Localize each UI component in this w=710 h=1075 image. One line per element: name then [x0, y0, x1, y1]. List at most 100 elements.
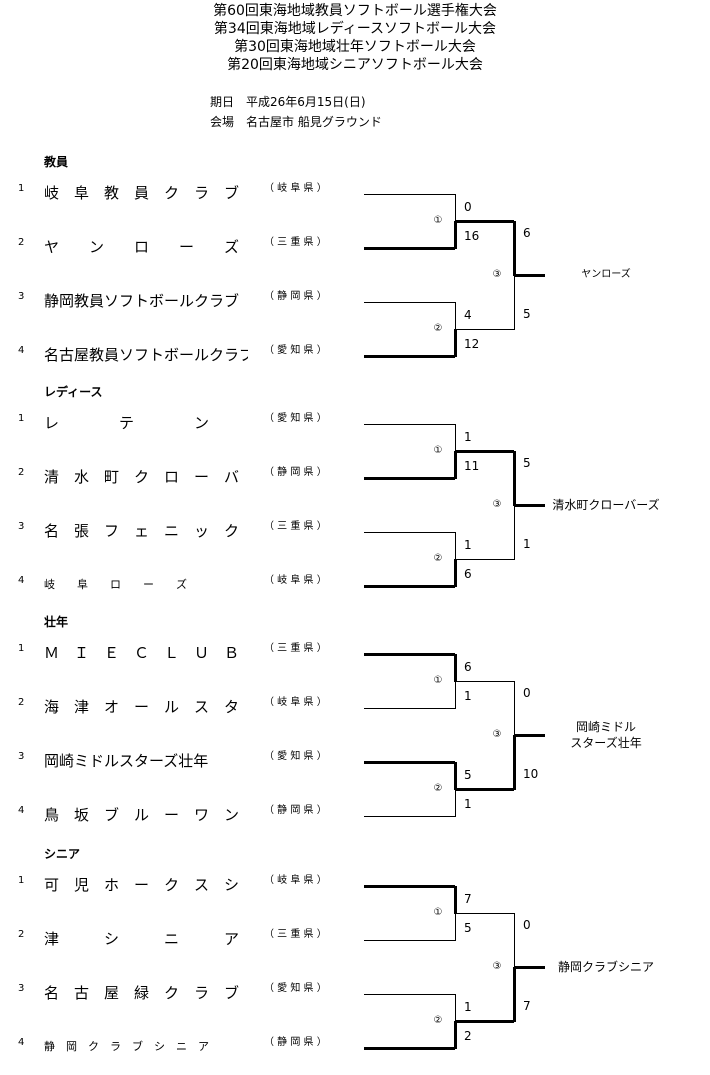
- final-score-top: 5: [523, 456, 531, 470]
- bracket-line: [455, 532, 456, 560]
- match-1-score-top: 1: [464, 430, 472, 444]
- team-prefecture: （ 愛 知 県 ）: [264, 983, 327, 994]
- team-seed: 4: [18, 1037, 25, 1048]
- match-1-label: ①: [433, 445, 443, 456]
- team-name: 岐 阜 ロ ー ズ: [44, 578, 187, 591]
- champion-name: 岡崎ミドル スターズ壮年: [570, 720, 642, 750]
- bracket-line: [455, 913, 456, 941]
- match-1-score-top: 6: [464, 660, 472, 674]
- final-score-bottom: 5: [523, 307, 531, 321]
- final-score-top: 0: [523, 918, 531, 932]
- bracket-line: [455, 329, 514, 330]
- match-2-label: ②: [433, 1015, 443, 1026]
- team-name: 静 岡 ク ラ ブ シ ニ ア: [44, 1040, 209, 1053]
- team-name: 可 児 ホ ー ク ス シ ニ ア: [44, 876, 248, 894]
- team-prefecture: （ 静 岡 県 ）: [264, 467, 327, 478]
- event-title-3: 第30回東海地域壮年ソフトボール大会: [234, 39, 476, 55]
- final-label: ③: [492, 269, 502, 280]
- bracket-line: [454, 221, 457, 249]
- team-seed: 4: [18, 345, 25, 356]
- champion-name: 静岡クラブシニア: [557, 960, 654, 974]
- bracket-line: [364, 761, 455, 764]
- team-name: 海 津 オ ー ル ス タ ー ズ: [44, 698, 248, 716]
- match-1-score-bottom: 5: [464, 921, 472, 935]
- bracket-line: [455, 424, 456, 452]
- bracket-line: [364, 355, 455, 358]
- team-prefecture: （ 静 岡 県 ）: [264, 291, 327, 302]
- category-heading: シニア: [44, 847, 81, 861]
- team-prefecture: （ 愛 知 県 ）: [264, 413, 327, 424]
- team-name: 静岡教員ソフトボールクラブ: [44, 292, 240, 310]
- match-2-score-bottom: 12: [464, 337, 480, 351]
- team-name: 名古屋教員ソフトボールクラブ: [44, 346, 248, 364]
- final-label: ③: [492, 499, 502, 510]
- bracket-line: [514, 274, 545, 277]
- team-prefecture: （ 愛 知 県 ）: [264, 751, 327, 762]
- bracket-line: [514, 504, 545, 507]
- match-2-score-top: 1: [464, 538, 472, 552]
- event-date: 期日 平成26年6月15日(日): [210, 95, 366, 109]
- match-2-label: ②: [433, 553, 443, 564]
- bracket-line: [513, 451, 516, 506]
- match-2-label: ②: [433, 783, 443, 794]
- team-name: 名 古 屋 緑 ク ラ ブ: [44, 984, 240, 1002]
- match-1-score-bottom: 16: [464, 229, 480, 243]
- match-1-score-top: 7: [464, 892, 472, 906]
- bracket-line: [364, 532, 455, 533]
- event-title-4: 第20回東海地域シニアソフトボール大会: [227, 57, 483, 73]
- bracket-line: [364, 194, 455, 195]
- team-name: 岡崎ミドルスターズ壮年: [44, 752, 209, 770]
- bracket-line: [455, 789, 456, 817]
- bracket-line: [454, 654, 457, 682]
- team-seed: 3: [18, 521, 25, 532]
- bracket-line: [455, 194, 456, 222]
- bracket-line: [455, 1020, 514, 1023]
- team-seed: 1: [18, 413, 25, 424]
- bracket-line: [364, 708, 455, 709]
- bracket-line: [514, 275, 515, 330]
- bracket-line: [454, 1021, 457, 1049]
- team-name: レ テ ン: [44, 414, 210, 432]
- bracket-line: [455, 788, 514, 791]
- team-prefecture: （ 岐 阜 県 ）: [264, 183, 327, 194]
- category-heading: 壮年: [44, 615, 69, 629]
- team-seed: 1: [18, 643, 25, 654]
- team-seed: 2: [18, 929, 25, 940]
- category-heading: レディース: [44, 385, 103, 399]
- final-score-bottom: 10: [523, 767, 539, 781]
- team-seed: 3: [18, 291, 25, 302]
- event-venue: 会場 名古屋市 船見グラウンド: [210, 115, 382, 129]
- bracket-line: [455, 994, 456, 1022]
- final-score-bottom: 1: [523, 537, 531, 551]
- final-score-top: 6: [523, 226, 531, 240]
- bracket-line: [454, 451, 457, 479]
- team-prefecture: （ 岐 阜 県 ）: [264, 697, 327, 708]
- team-seed: 2: [18, 237, 25, 248]
- event-title-1: 第60回東海地域教員ソフトボール選手権大会: [213, 3, 497, 19]
- team-name: 岐 阜 教 員 ク ラ ブ: [44, 184, 240, 202]
- bracket-line: [514, 734, 545, 737]
- team-seed: 1: [18, 875, 25, 886]
- bracket-line: [364, 302, 455, 303]
- final-score-top: 0: [523, 686, 531, 700]
- team-prefecture: （ 三 重 県 ）: [264, 237, 327, 248]
- team-prefecture: （ 岐 阜 県 ）: [264, 875, 327, 886]
- final-label: ③: [492, 729, 502, 740]
- bracket-line: [364, 424, 455, 425]
- match-1-label: ①: [433, 675, 443, 686]
- match-2-score-bottom: 6: [464, 567, 472, 581]
- team-seed: 4: [18, 575, 25, 586]
- bracket-line: [514, 913, 515, 968]
- event-title-2: 第34回東海地域レディースソフトボール大会: [213, 21, 497, 37]
- team-seed: 2: [18, 467, 25, 478]
- bracket-line: [364, 940, 455, 941]
- team-name: 鳥 坂 ブ ル ー ワ ン ク ラ ブ: [44, 806, 248, 824]
- bracket-line: [514, 505, 515, 560]
- team-seed: 3: [18, 751, 25, 762]
- bracket-line: [364, 816, 455, 817]
- bracket-line: [455, 913, 514, 914]
- bracket-line: [514, 966, 545, 969]
- match-2-label: ②: [433, 323, 443, 334]
- team-prefecture: （ 岐 阜 県 ）: [264, 575, 327, 586]
